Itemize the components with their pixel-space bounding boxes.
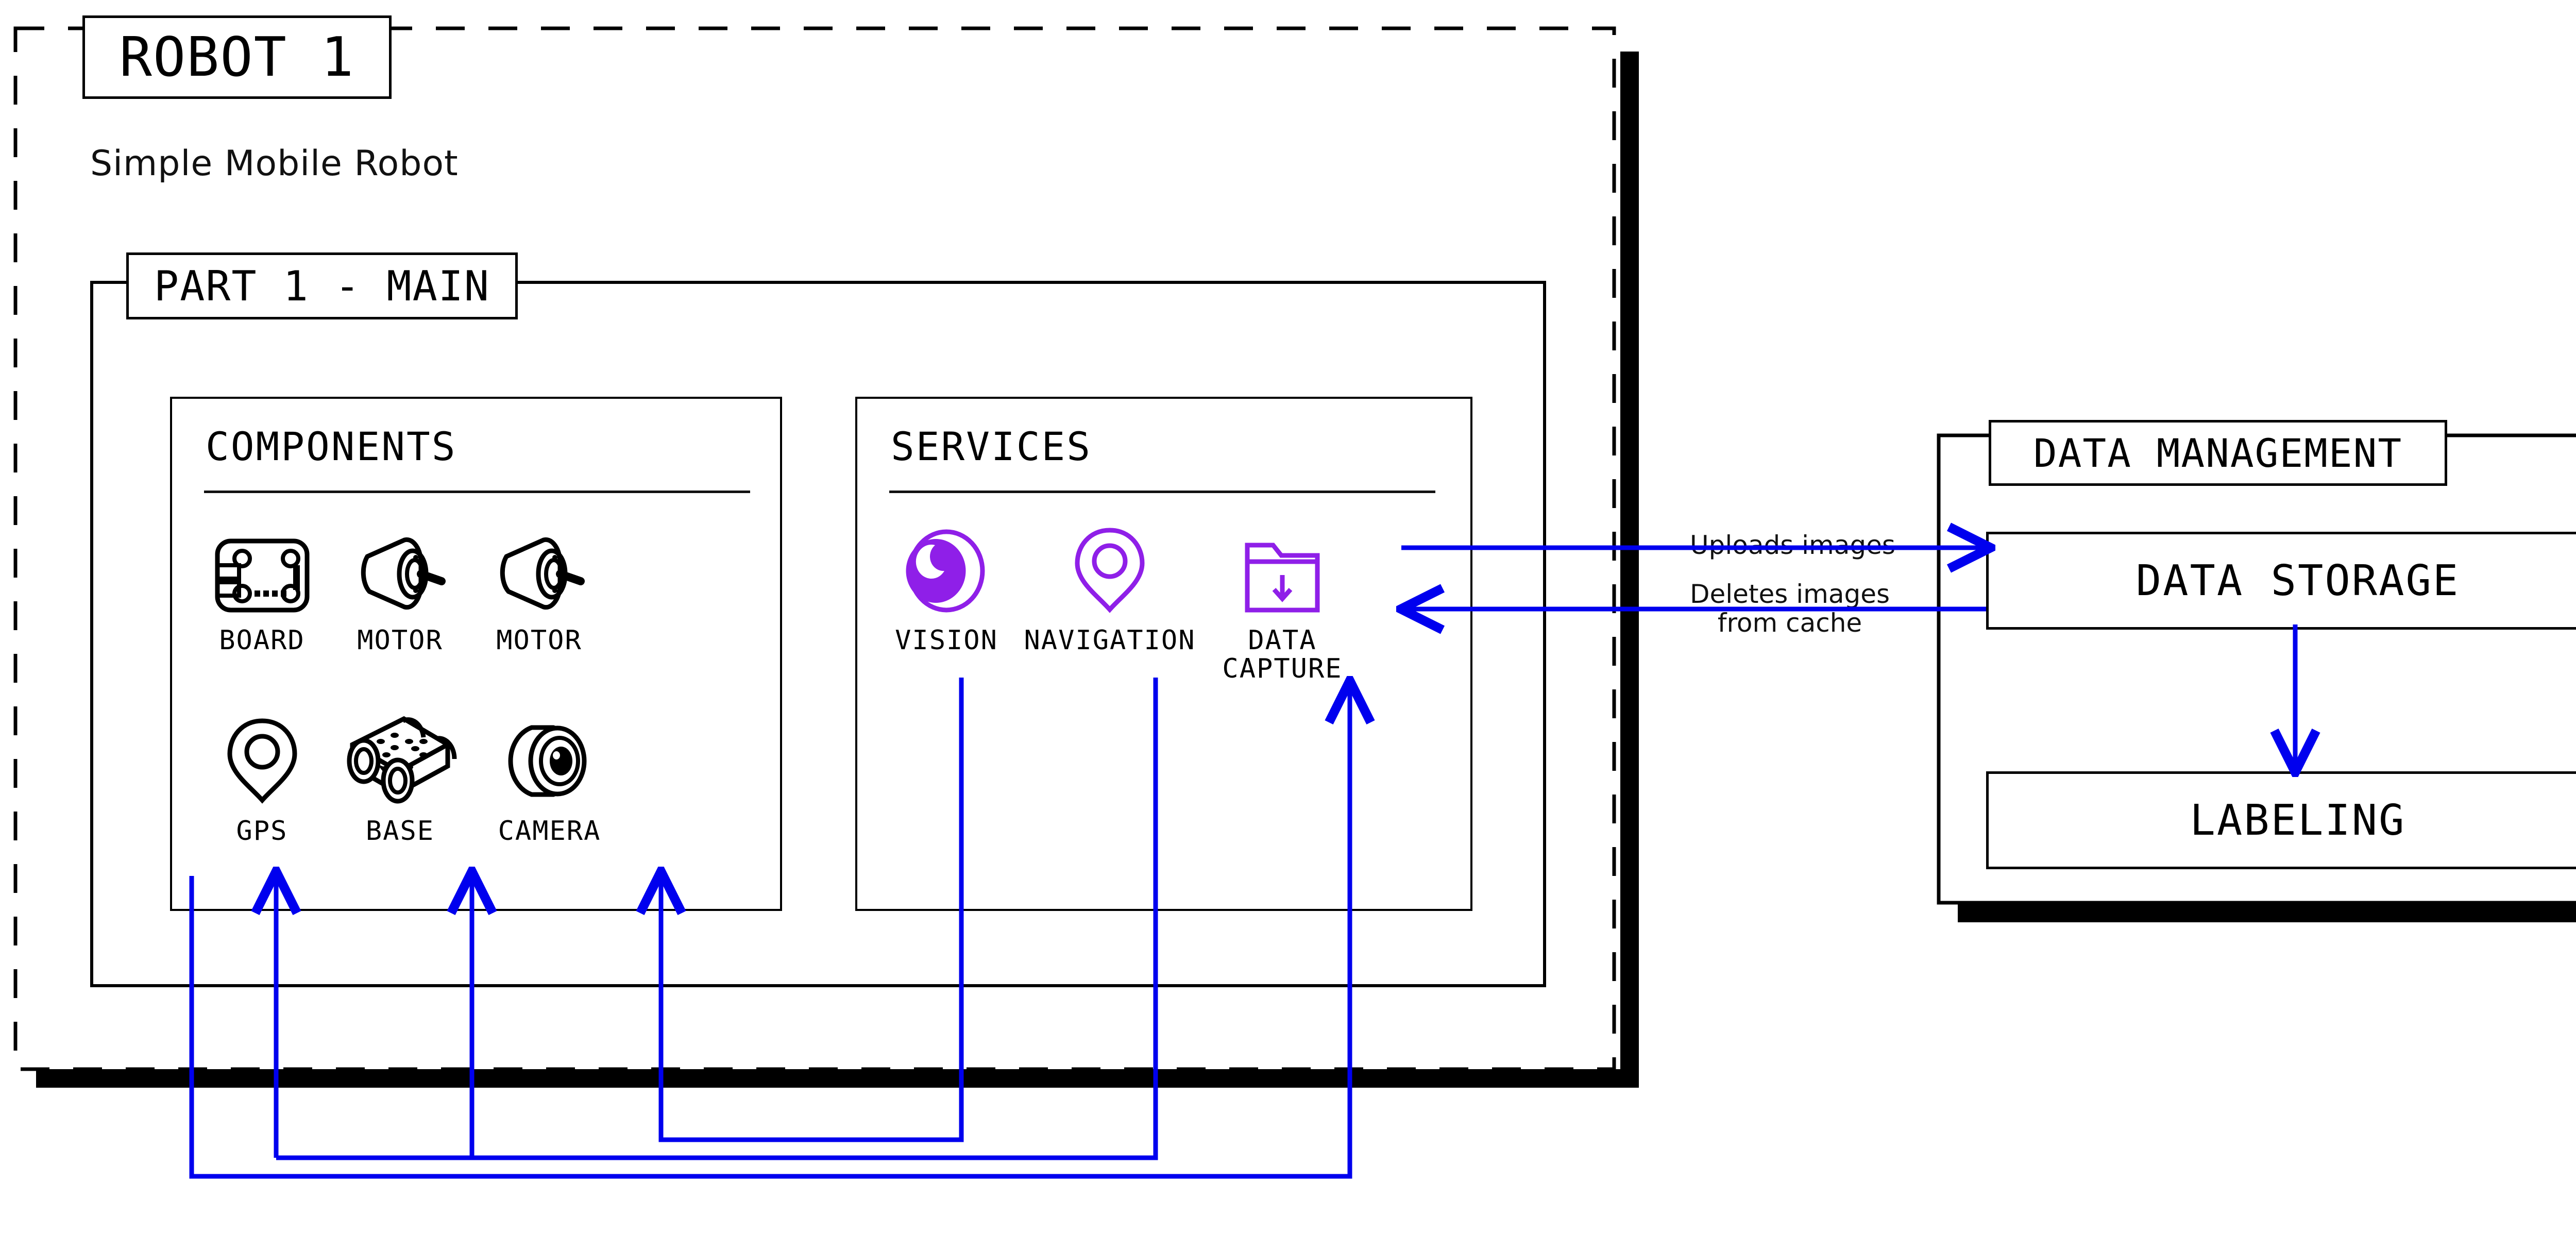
robot-panel-shadow: [36, 52, 1639, 1088]
component-camera[interactable]: CAMERA: [481, 718, 618, 846]
components-card-title: COMPONENTS: [206, 424, 457, 469]
component-label: BASE: [365, 816, 435, 847]
services-card-title: SERVICES: [891, 424, 1092, 469]
component-board[interactable]: BOARD: [199, 528, 325, 655]
motor-icon: [349, 528, 452, 614]
components-divider: [204, 491, 750, 493]
edge-data-capture-source: [189, 715, 1352, 1179]
rover-base-icon: [337, 716, 463, 805]
component-label: MOTOR: [357, 625, 443, 656]
location-pin-icon: [224, 718, 301, 805]
circuit-board-icon: [213, 528, 311, 614]
labeling-box[interactable]: LABELING: [1986, 771, 2576, 869]
components-card: COMPONENTS: [170, 397, 782, 911]
data-management-shadow: [1958, 903, 2576, 922]
motor-icon: [488, 528, 591, 614]
robot-subtitle: Simple Mobile Robot: [90, 143, 459, 184]
component-motor-1[interactable]: MOTOR: [337, 528, 463, 655]
data-management-title: DATA MANAGEMENT: [2033, 430, 2403, 476]
part-title-chip: PART 1 - MAIN: [126, 252, 518, 319]
data-storage-box[interactable]: DATA STORAGE: [1986, 532, 2576, 630]
edge-camera-vision: [661, 678, 964, 1142]
folder-download-icon: [1241, 528, 1324, 614]
component-label: CAMERA: [498, 816, 601, 847]
data-storage-label: DATA STORAGE: [2136, 556, 2460, 605]
edge-label-uploads: Uploads images: [1685, 531, 1901, 560]
component-motor-2[interactable]: MOTOR: [476, 528, 602, 655]
location-pin-icon: [1071, 528, 1148, 614]
part-panel-border: [90, 281, 1546, 987]
robot-title: ROBOT 1: [119, 26, 355, 89]
labeling-label: LABELING: [2190, 796, 2406, 845]
services-card: SERVICES VISION NAVIGATION: [855, 397, 1472, 911]
data-management-title-chip: DATA MANAGEMENT: [1989, 420, 2447, 486]
service-label: DATA CAPTURE: [1222, 625, 1343, 685]
service-label: NAVIGATION: [1024, 625, 1196, 656]
component-label: BOARD: [219, 625, 305, 656]
service-label: VISION: [895, 625, 998, 656]
services-divider: [889, 491, 1435, 493]
component-label: GPS: [236, 816, 288, 847]
eye-icon: [904, 528, 989, 614]
service-data-capture[interactable]: DATA CAPTURE: [1215, 528, 1349, 683]
edge-base-navigation: [472, 678, 1158, 1160]
component-label: MOTOR: [496, 625, 582, 656]
camera-lens-icon: [502, 718, 597, 805]
component-gps[interactable]: GPS: [199, 718, 325, 846]
service-navigation[interactable]: NAVIGATION: [1024, 528, 1196, 656]
part-title: PART 1 - MAIN: [154, 262, 490, 310]
component-base[interactable]: BASE: [329, 716, 471, 847]
robot-title-chip: ROBOT 1: [82, 15, 392, 99]
service-vision[interactable]: VISION: [882, 528, 1011, 655]
